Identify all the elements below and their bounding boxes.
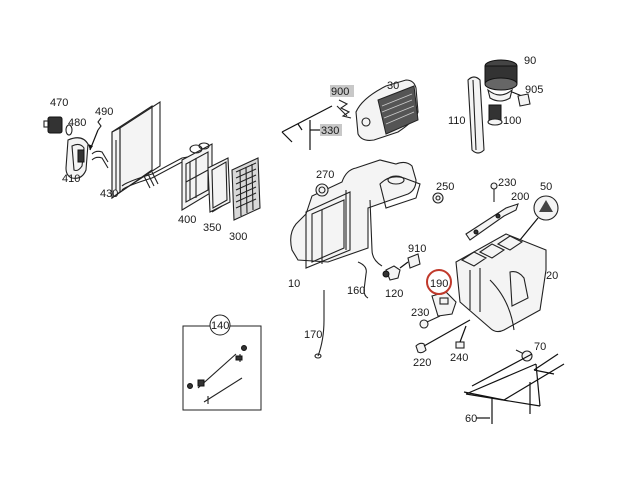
label-230-bottom: 230 — [411, 307, 429, 319]
part-100-resistor[interactable] — [487, 104, 503, 126]
label-400: 400 — [178, 214, 196, 226]
label-230-top: 230 — [498, 177, 516, 189]
label-50: 50 — [540, 181, 552, 193]
label-20: 20 — [546, 270, 558, 282]
part-905-connector[interactable] — [511, 91, 531, 107]
part-230-screw-top[interactable] — [490, 182, 498, 202]
part-480-oring[interactable] — [65, 124, 73, 136]
part-20-distributor-housing[interactable] — [455, 233, 547, 333]
highlight-190[interactable]: 190 — [426, 269, 452, 295]
part-350-seal-frame[interactable] — [207, 157, 231, 213]
label-300: 300 — [229, 231, 247, 243]
label-60: 60 — [465, 413, 477, 425]
part-190-actuator[interactable] — [431, 291, 457, 317]
part-300-filter[interactable] — [231, 157, 261, 221]
label-480: 480 — [68, 117, 86, 129]
label-905: 905 — [525, 84, 543, 96]
label-160: 160 — [347, 285, 365, 297]
callout-140: 140 — [209, 314, 231, 336]
part-490-screw[interactable] — [88, 117, 102, 151]
label-330: 330 — [321, 125, 339, 137]
part-120-temp-sensor[interactable] — [382, 261, 409, 281]
label-190: 190 — [430, 278, 448, 290]
label-270: 270 — [316, 169, 334, 181]
label-430: 430 — [100, 188, 118, 200]
label-200: 200 — [511, 191, 529, 203]
part-160-drain-hose[interactable] — [357, 261, 369, 299]
part-400-heater-core[interactable] — [181, 142, 213, 211]
part-170-drain-tube[interactable] — [314, 290, 325, 359]
part-200-linkage[interactable] — [465, 203, 519, 241]
tag-900: 900 — [330, 85, 354, 98]
label-110: 110 — [448, 115, 466, 127]
part-10-lower-housing[interactable] — [290, 159, 421, 269]
part-50-seal[interactable] — [519, 195, 559, 241]
part-250-nut[interactable] — [432, 192, 444, 204]
label-220: 220 — [413, 357, 431, 369]
part-220-clip[interactable] — [415, 319, 471, 354]
label-120: 120 — [385, 288, 403, 300]
label-350: 350 — [203, 222, 221, 234]
label-910: 910 — [408, 243, 426, 255]
label-140: 140 — [211, 320, 229, 332]
label-170: 170 — [304, 329, 322, 341]
part-110-air-duct[interactable] — [467, 76, 485, 154]
label-900: 900 — [331, 86, 349, 98]
part-900-clip[interactable] — [336, 99, 352, 119]
label-10: 10 — [288, 278, 300, 290]
label-90: 90 — [524, 55, 536, 67]
label-240: 240 — [450, 352, 468, 364]
label-470: 470 — [50, 97, 68, 109]
part-470-sensor[interactable] — [43, 116, 63, 134]
part-270-grommet[interactable] — [315, 183, 329, 197]
part-410-cover[interactable] — [65, 137, 89, 179]
part-60-insulation-mat[interactable] — [463, 353, 565, 424]
part-90-blower-motor[interactable] — [484, 59, 518, 102]
label-30: 30 — [387, 80, 399, 92]
label-70: 70 — [534, 341, 546, 353]
part-30-blend-housing[interactable] — [355, 79, 419, 141]
part-140-cable-kit-box[interactable] — [182, 325, 262, 411]
part-910-pad[interactable] — [407, 253, 421, 269]
label-250: 250 — [436, 181, 454, 193]
label-100: 100 — [503, 115, 521, 127]
part-330-bracket[interactable] — [281, 105, 333, 150]
part-240-clamp[interactable] — [455, 325, 467, 349]
label-490: 490 — [95, 106, 113, 118]
part-230-screw-bottom[interactable] — [419, 315, 441, 329]
label-410: 410 — [62, 173, 80, 185]
tag-330: 330 — [320, 124, 342, 137]
